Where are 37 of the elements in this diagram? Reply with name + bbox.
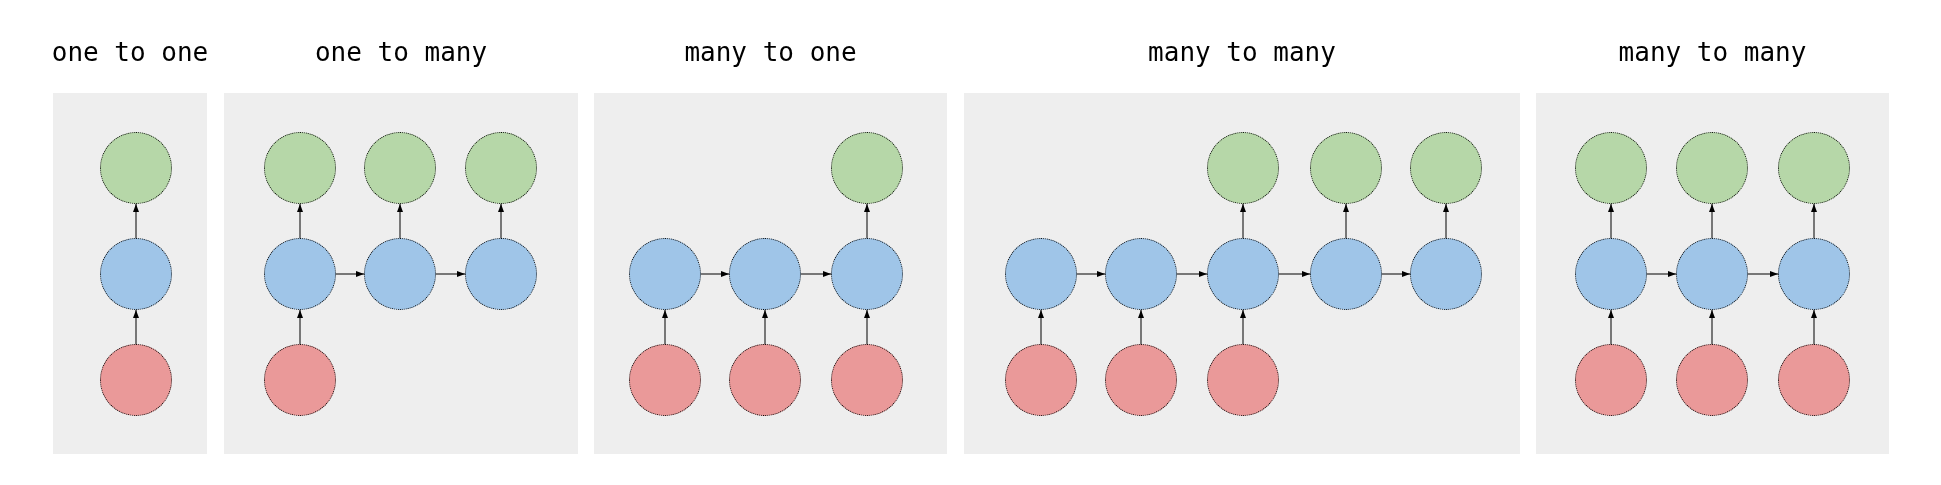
arrow [1076,271,1106,277]
arrow [435,271,466,277]
arrow [1646,271,1677,277]
arrow [1608,309,1614,345]
panel-title: many to one [684,36,857,69]
arrow [1240,203,1246,239]
arrow [1176,271,1208,277]
arrow [700,271,730,277]
arrow [864,203,870,239]
panel-title: many to many [1148,36,1336,69]
arrow [1811,203,1817,239]
arrow [133,309,139,345]
arrow [133,203,139,239]
arrow [397,203,403,239]
panel-title: one to one [51,36,209,69]
arrow [662,309,668,345]
arrow [498,203,504,239]
arrow [297,309,303,345]
arrow [1709,203,1715,239]
panel-title: one to many [314,36,488,69]
arrow [762,309,768,345]
arrow [297,203,303,239]
arrow [1608,203,1614,239]
arrow [1240,309,1246,345]
arrow [1278,271,1311,277]
arrow [800,271,832,277]
arrow [864,309,870,345]
arrow [1811,309,1817,345]
arrow [1138,309,1144,345]
arrow [1381,271,1411,277]
arrow [1747,271,1779,277]
arrow [1038,309,1044,345]
arrow [1343,203,1349,239]
panel-title: many to many [1618,36,1807,69]
arrow [1443,203,1449,239]
arrow [335,271,365,277]
arrow [1709,309,1715,345]
